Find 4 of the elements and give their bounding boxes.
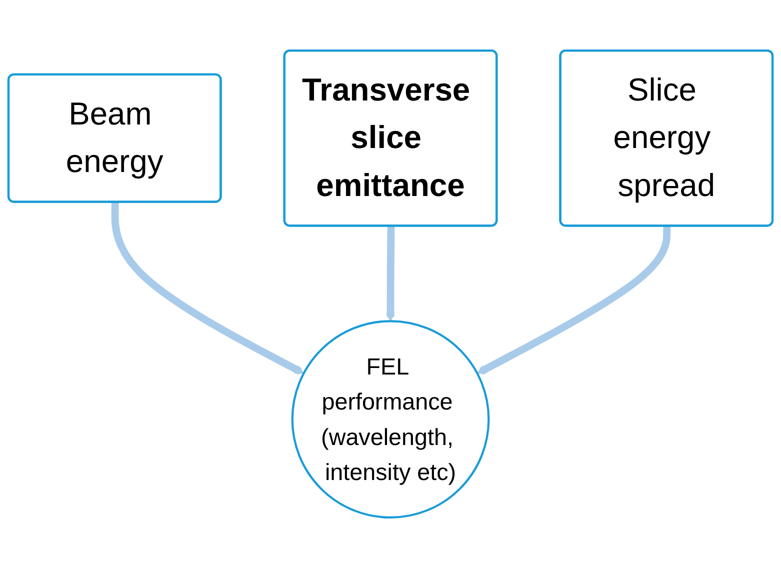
arrow: [476, 226, 671, 375]
node-circle: FEL performance (wavelength, intensity etc): [291, 320, 490, 518]
arrow: [111, 202, 304, 375]
arrow: [386, 226, 396, 322]
